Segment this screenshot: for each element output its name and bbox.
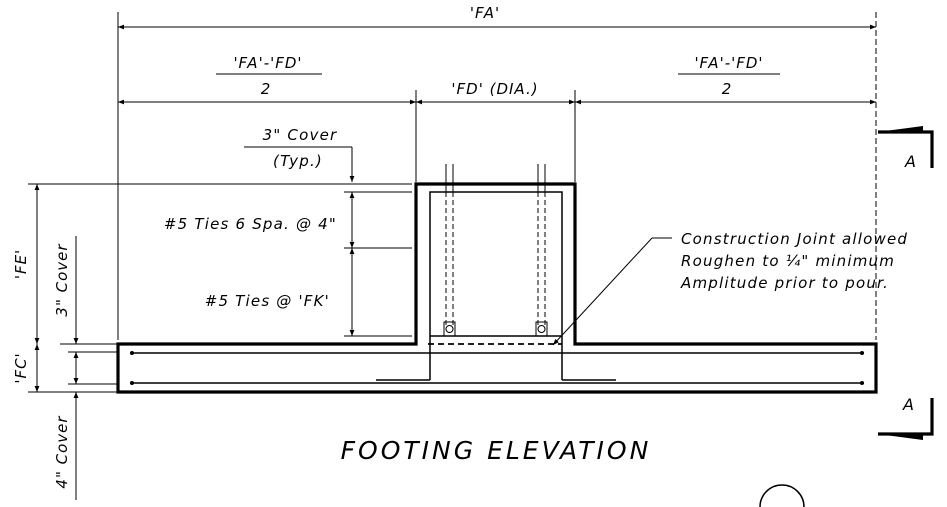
construction-joint-note: Construction Joint allowed Roughen to ¼"… — [552, 230, 908, 346]
joint-note-line2: Roughen to ¼" minimum — [681, 252, 895, 270]
dimension-cover-3in-label: 3" Cover — [53, 243, 71, 316]
dimension-fe-label: 'FE' — [12, 249, 30, 279]
dimension-fc-label: 'FC' — [12, 352, 30, 383]
dimension-cover-4in: 4" Cover — [53, 368, 79, 500]
ties-top-label: #5 Ties 6 Spa. @ 4" — [164, 215, 337, 233]
section-marker-bottom: A — [878, 395, 934, 440]
pedestal-reinforcing — [376, 164, 616, 381]
fraction-numerator-right: 'FA'-'FD' — [694, 54, 763, 72]
dimension-row-two: 'FA'-'FD' 2 'FD' (DIA.) 'FA'-'FD' 2 — [118, 54, 876, 182]
dimension-fe: 'FE' — [12, 184, 40, 344]
dimension-cover-3in: 3" Cover — [53, 236, 79, 368]
dimension-left-fraction: 'FA'-'FD' 2 — [216, 54, 322, 98]
cover-typ-callout: 3" Cover (Typ.) — [244, 126, 355, 182]
dimension-right-fraction: 'FA'-'FD' 2 — [678, 54, 780, 98]
cover-typ-line2: (Typ.) — [273, 152, 323, 170]
ties-bottom-label: #5 Ties @ 'FK' — [205, 292, 330, 310]
joint-note-line3: Amplitude prior to pour. — [680, 274, 889, 292]
fraction-numerator-left: 'FA'-'FD' — [233, 54, 302, 72]
section-label-top: A — [904, 152, 916, 171]
ties-dimension: #5 Ties 6 Spa. @ 4" #5 Ties @ 'FK' — [164, 191, 412, 337]
joint-note-line1: Construction Joint allowed — [681, 230, 908, 248]
dimension-fc: 'FC' — [12, 344, 40, 392]
dimension-fd-label: 'FD' (DIA.) — [451, 80, 538, 98]
dimension-fa: 'FA' — [117, 4, 877, 340]
footing-slab — [116, 182, 878, 394]
fraction-denominator-right: 2 — [722, 80, 733, 98]
cover-typ-line1: 3" Cover — [263, 126, 338, 144]
dimension-cover-4in-label: 4" Cover — [53, 415, 71, 488]
fraction-denominator-left: 2 — [261, 80, 272, 98]
section-label-bottom: A — [902, 395, 914, 414]
detail-circle-partial — [759, 484, 805, 507]
drawing-title: FOOTING ELEVATION — [341, 436, 652, 465]
dimension-fa-label: 'FA' — [470, 4, 500, 22]
section-marker-top: A — [878, 126, 934, 171]
